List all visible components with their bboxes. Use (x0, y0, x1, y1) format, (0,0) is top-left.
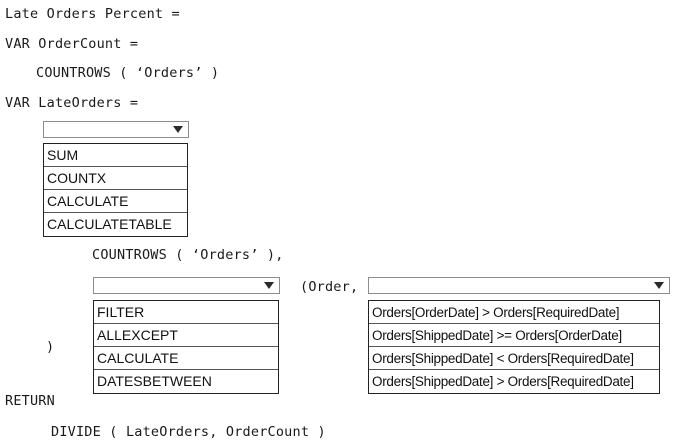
code-line-var-ordercount: VAR OrderCount = (5, 36, 139, 52)
function-listbox-2: FILTER ALLEXCEPT CALCULATE DATESBETWEEN (93, 300, 279, 394)
condition-dropdown[interactable] (368, 277, 670, 294)
option-datesbetween[interactable]: DATESBETWEEN (97, 373, 212, 389)
function-dropdown-1[interactable] (43, 121, 189, 138)
code-line-countrows-orders: COUNTROWS ( ‘Orders’ ) (36, 65, 220, 81)
option-shippeddate-gt-requireddate[interactable]: Orders[ShippedDate] > Orders[RequiredDat… (372, 374, 634, 389)
option-filter[interactable]: FILTER (94, 301, 278, 324)
code-line-measure-name: Late Orders Percent = (5, 6, 180, 22)
option-allexcept[interactable]: ALLEXCEPT (94, 324, 278, 347)
option-orderdate-gt-requireddate[interactable]: Orders[OrderDate] > Orders[RequiredDate] (369, 301, 659, 324)
option-sum[interactable]: SUM (44, 144, 187, 167)
option-calculatetable[interactable]: CALCULATETABLE (47, 216, 172, 232)
chevron-down-icon (173, 126, 183, 133)
function-dropdown-2[interactable] (93, 277, 280, 294)
chevron-down-icon (654, 282, 664, 289)
function-listbox-1: SUM COUNTX CALCULATE CALCULATETABLE (43, 143, 188, 237)
code-line-var-lateorders: VAR LateOrders = (5, 95, 139, 111)
option-shippeddate-lt-requireddate[interactable]: Orders[ShippedDate] < Orders[RequiredDat… (369, 347, 659, 370)
code-line-return: RETURN (5, 393, 55, 409)
chevron-down-icon (264, 282, 274, 289)
option-calculate[interactable]: CALCULATE (94, 347, 278, 370)
code-line-countrows-orders-inner: COUNTROWS ( ‘Orders’ ), (92, 247, 284, 263)
option-calculate[interactable]: CALCULATE (44, 190, 187, 213)
condition-listbox: Orders[OrderDate] > Orders[RequiredDate]… (368, 300, 660, 394)
code-line-divide: DIVIDE ( LateOrders, OrderCount ) (51, 424, 326, 440)
code-token-order: (Order, (300, 279, 359, 295)
option-countx[interactable]: COUNTX (44, 167, 187, 190)
code-closing-paren: ) (46, 339, 55, 355)
option-shippeddate-gte-orderdate[interactable]: Orders[ShippedDate] >= Orders[OrderDate] (369, 324, 659, 347)
